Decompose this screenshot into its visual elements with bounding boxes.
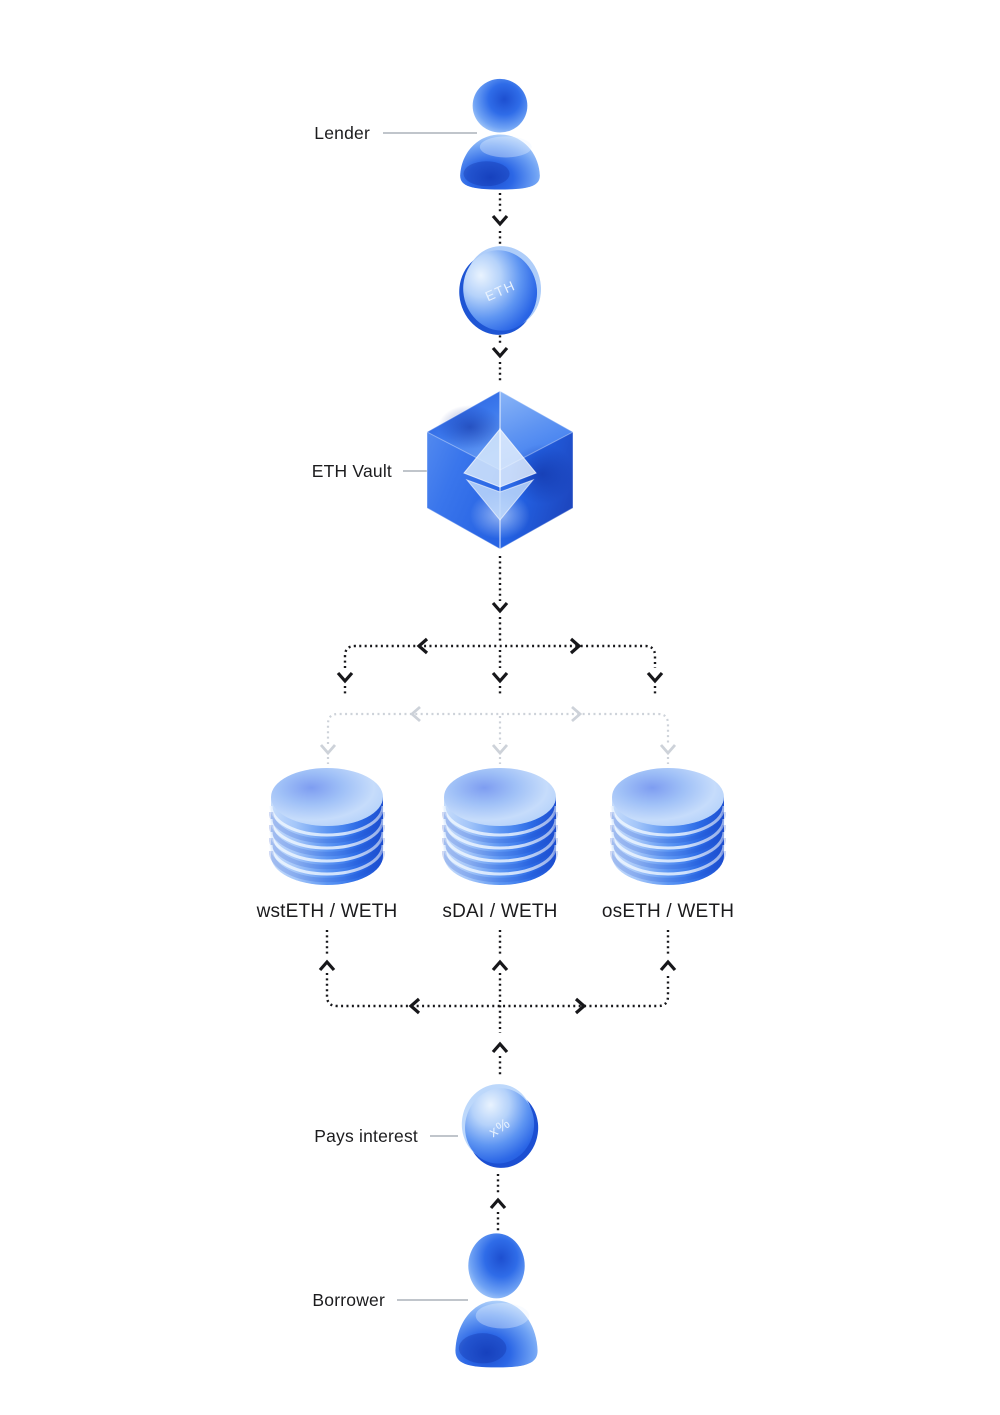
lender-label: Lender: [314, 123, 370, 143]
pool-wsteth-weth: wstETH / WETH: [227, 766, 427, 923]
borrower-person-icon: [447, 1231, 546, 1368]
connector-lender-to-eth: [491, 193, 509, 246]
label-leader-lines: [383, 132, 477, 1301]
branch-split-to-pools: [336, 637, 664, 694]
connector-eth-to-vault: [491, 330, 509, 382]
eth-coin-icon: ETH: [453, 242, 547, 338]
pool-cylinder-icon: [610, 766, 726, 888]
pays-interest-label: Pays interest: [314, 1126, 418, 1146]
branch-merge-from-pools: [318, 930, 677, 1075]
interest-coin-icon: x%: [456, 1079, 544, 1173]
pool-oseth-weth-label: osETH / WETH: [601, 901, 735, 922]
connector-borrower-to-interest: [489, 1174, 507, 1231]
pool-cylinder-icon: [442, 766, 558, 888]
pool-wsteth-weth-label: wstETH / WETH: [256, 901, 398, 922]
pool-sdai-weth: sDAI / WETH: [400, 766, 600, 923]
connector-vault-to-branch: [491, 556, 509, 642]
branch-split-ghost: [319, 705, 677, 764]
ethereum-diamond-glyph: [463, 427, 537, 521]
pool-oseth-weth: osETH / WETH: [568, 766, 768, 923]
pool-sdai-weth-label: sDAI / WETH: [442, 901, 558, 922]
borrower-label: Borrower: [312, 1290, 385, 1310]
eth-vault-cube-icon: [424, 389, 576, 551]
pool-cylinder-icon: [269, 766, 385, 888]
lender-person-icon: [452, 77, 548, 190]
eth-vault-label: ETH Vault: [311, 461, 392, 481]
